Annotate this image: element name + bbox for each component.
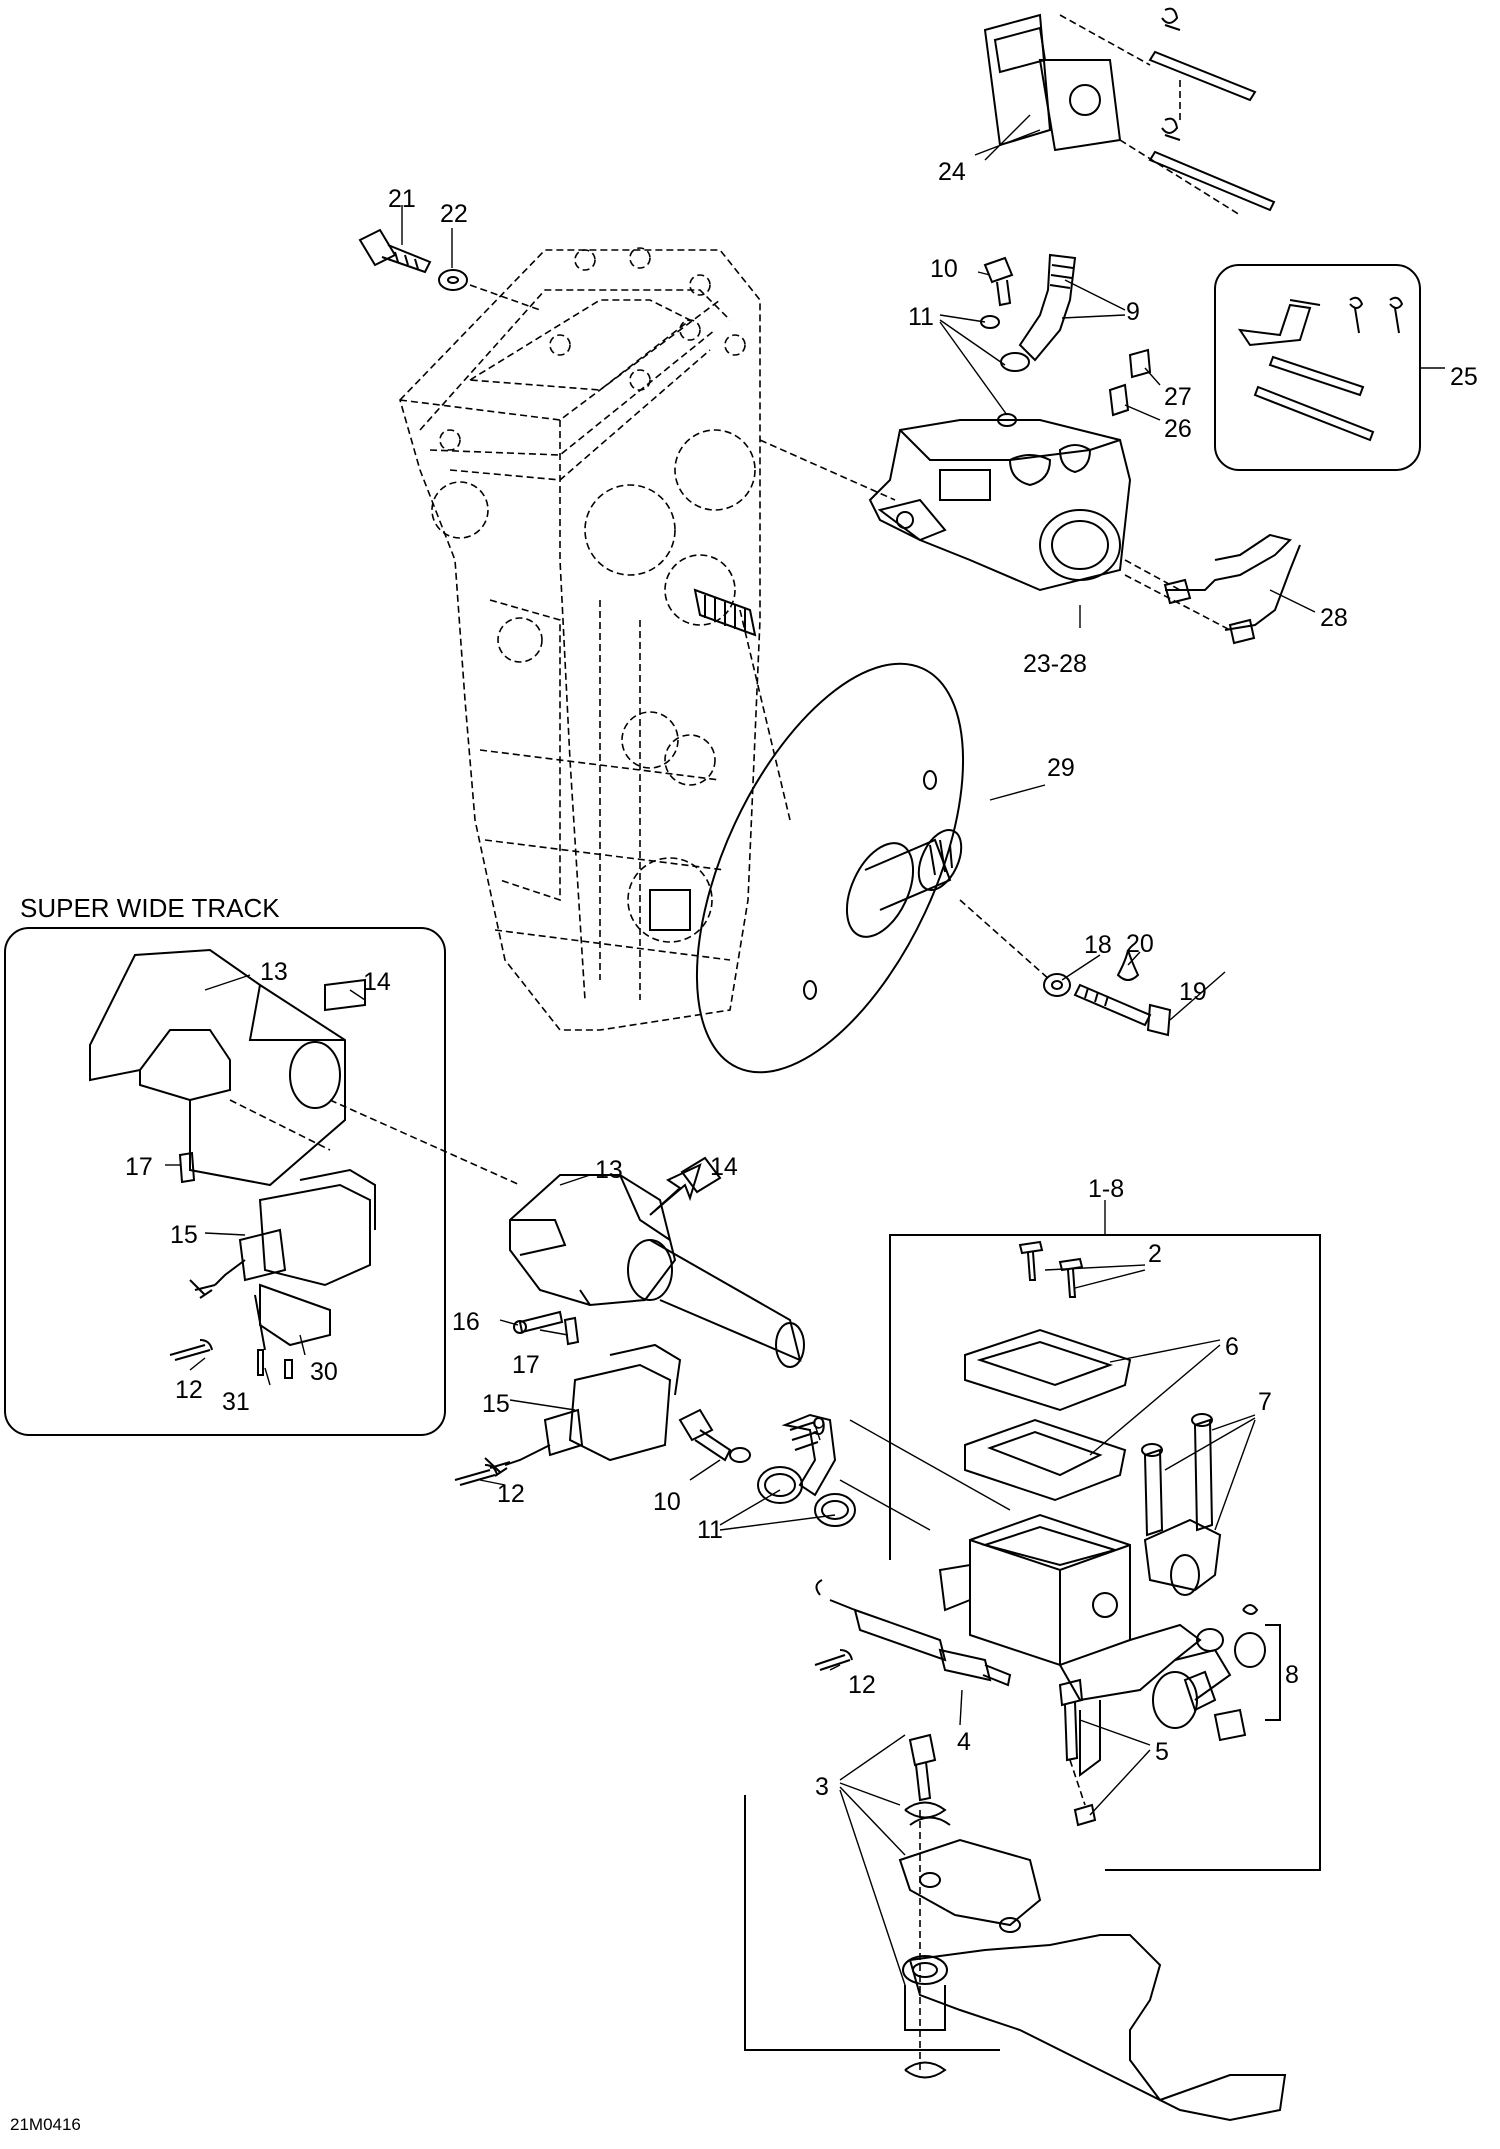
disc-bolt-illustration: [1043, 949, 1172, 1037]
callout-15-inset: 15: [170, 1221, 198, 1249]
callout-19: 19: [1179, 978, 1207, 1006]
callout-16: 16: [452, 1308, 480, 1336]
callout-18: 18: [1084, 931, 1112, 959]
callout-12: 12: [497, 1480, 525, 1508]
master-cylinder-assembly-illustration: [744, 1234, 1321, 2122]
callout-30: 30: [310, 1358, 338, 1386]
callout-13-inset: 13: [260, 958, 288, 986]
switch-housing-illustration: [454, 1156, 805, 1486]
callout-9: 9: [1126, 298, 1140, 326]
callout-2: 2: [1148, 1240, 1162, 1268]
callout-29: 29: [1047, 754, 1075, 782]
callout-6: 6: [1225, 1333, 1239, 1361]
callout-5: 5: [1155, 1738, 1169, 1766]
brake-hose-fittings-illustration: [678, 1408, 1011, 1531]
callout-17: 17: [512, 1351, 540, 1379]
callout-25: 25: [1450, 363, 1478, 391]
callout-14: 14: [710, 1153, 738, 1181]
callout-17-inset: 17: [125, 1153, 153, 1181]
callout-28: 28: [1320, 604, 1348, 632]
callout-15: 15: [482, 1390, 510, 1418]
callout-21: 21: [388, 185, 416, 213]
callout-14-inset: 14: [363, 968, 391, 996]
callout-1-8: 1-8: [1088, 1175, 1124, 1203]
callout-10: 10: [930, 255, 958, 283]
assembly-axis-line: [329, 1099, 521, 1186]
brake-disc-illustration: [695, 609, 1051, 1074]
callout-11: 11: [908, 303, 934, 331]
callout-26: 26: [1164, 415, 1192, 443]
leader-lines: [165, 114, 1445, 1986]
callout-11-lower: 11: [697, 1516, 723, 1544]
callout-3: 3: [815, 1773, 829, 1801]
chaincase-housing-illustration: [399, 247, 761, 1031]
callout-31: 31: [222, 1388, 250, 1416]
callout-20: 20: [1126, 930, 1154, 958]
callout-labels: 24 21 22 10 9 11 27 26 25 28 23-28 29 18…: [10, 158, 1478, 2134]
callout-12-inset: 12: [175, 1376, 203, 1404]
pad-hardware-kit-illustration: [1214, 264, 1421, 471]
callout-10-lower: 10: [653, 1488, 681, 1516]
callout-13: 13: [595, 1156, 623, 1184]
callout-12-lower: 12: [848, 1671, 876, 1699]
figure-code: 21M0416: [10, 2115, 81, 2134]
brake-pads-illustration: [983, 7, 1276, 216]
super-wide-track-inset: SUPER WIDE TRACK: [4, 893, 446, 1436]
brake-caliper-illustration: [759, 253, 1301, 645]
callout-24: 24: [938, 158, 966, 186]
callout-27: 27: [1164, 383, 1192, 411]
callout-22: 22: [440, 200, 468, 228]
callout-8: 8: [1285, 1661, 1299, 1689]
bolt-and-washer-illustration: [358, 228, 541, 311]
callout-4: 4: [957, 1728, 971, 1756]
callout-9-lower: 9: [812, 1413, 826, 1441]
callout-23-28: 23-28: [1023, 650, 1087, 678]
inset-frame: [4, 927, 446, 1436]
callout-7: 7: [1258, 1388, 1272, 1416]
inset-title: SUPER WIDE TRACK: [20, 893, 280, 923]
assembly-axis-line: [229, 1099, 331, 1151]
